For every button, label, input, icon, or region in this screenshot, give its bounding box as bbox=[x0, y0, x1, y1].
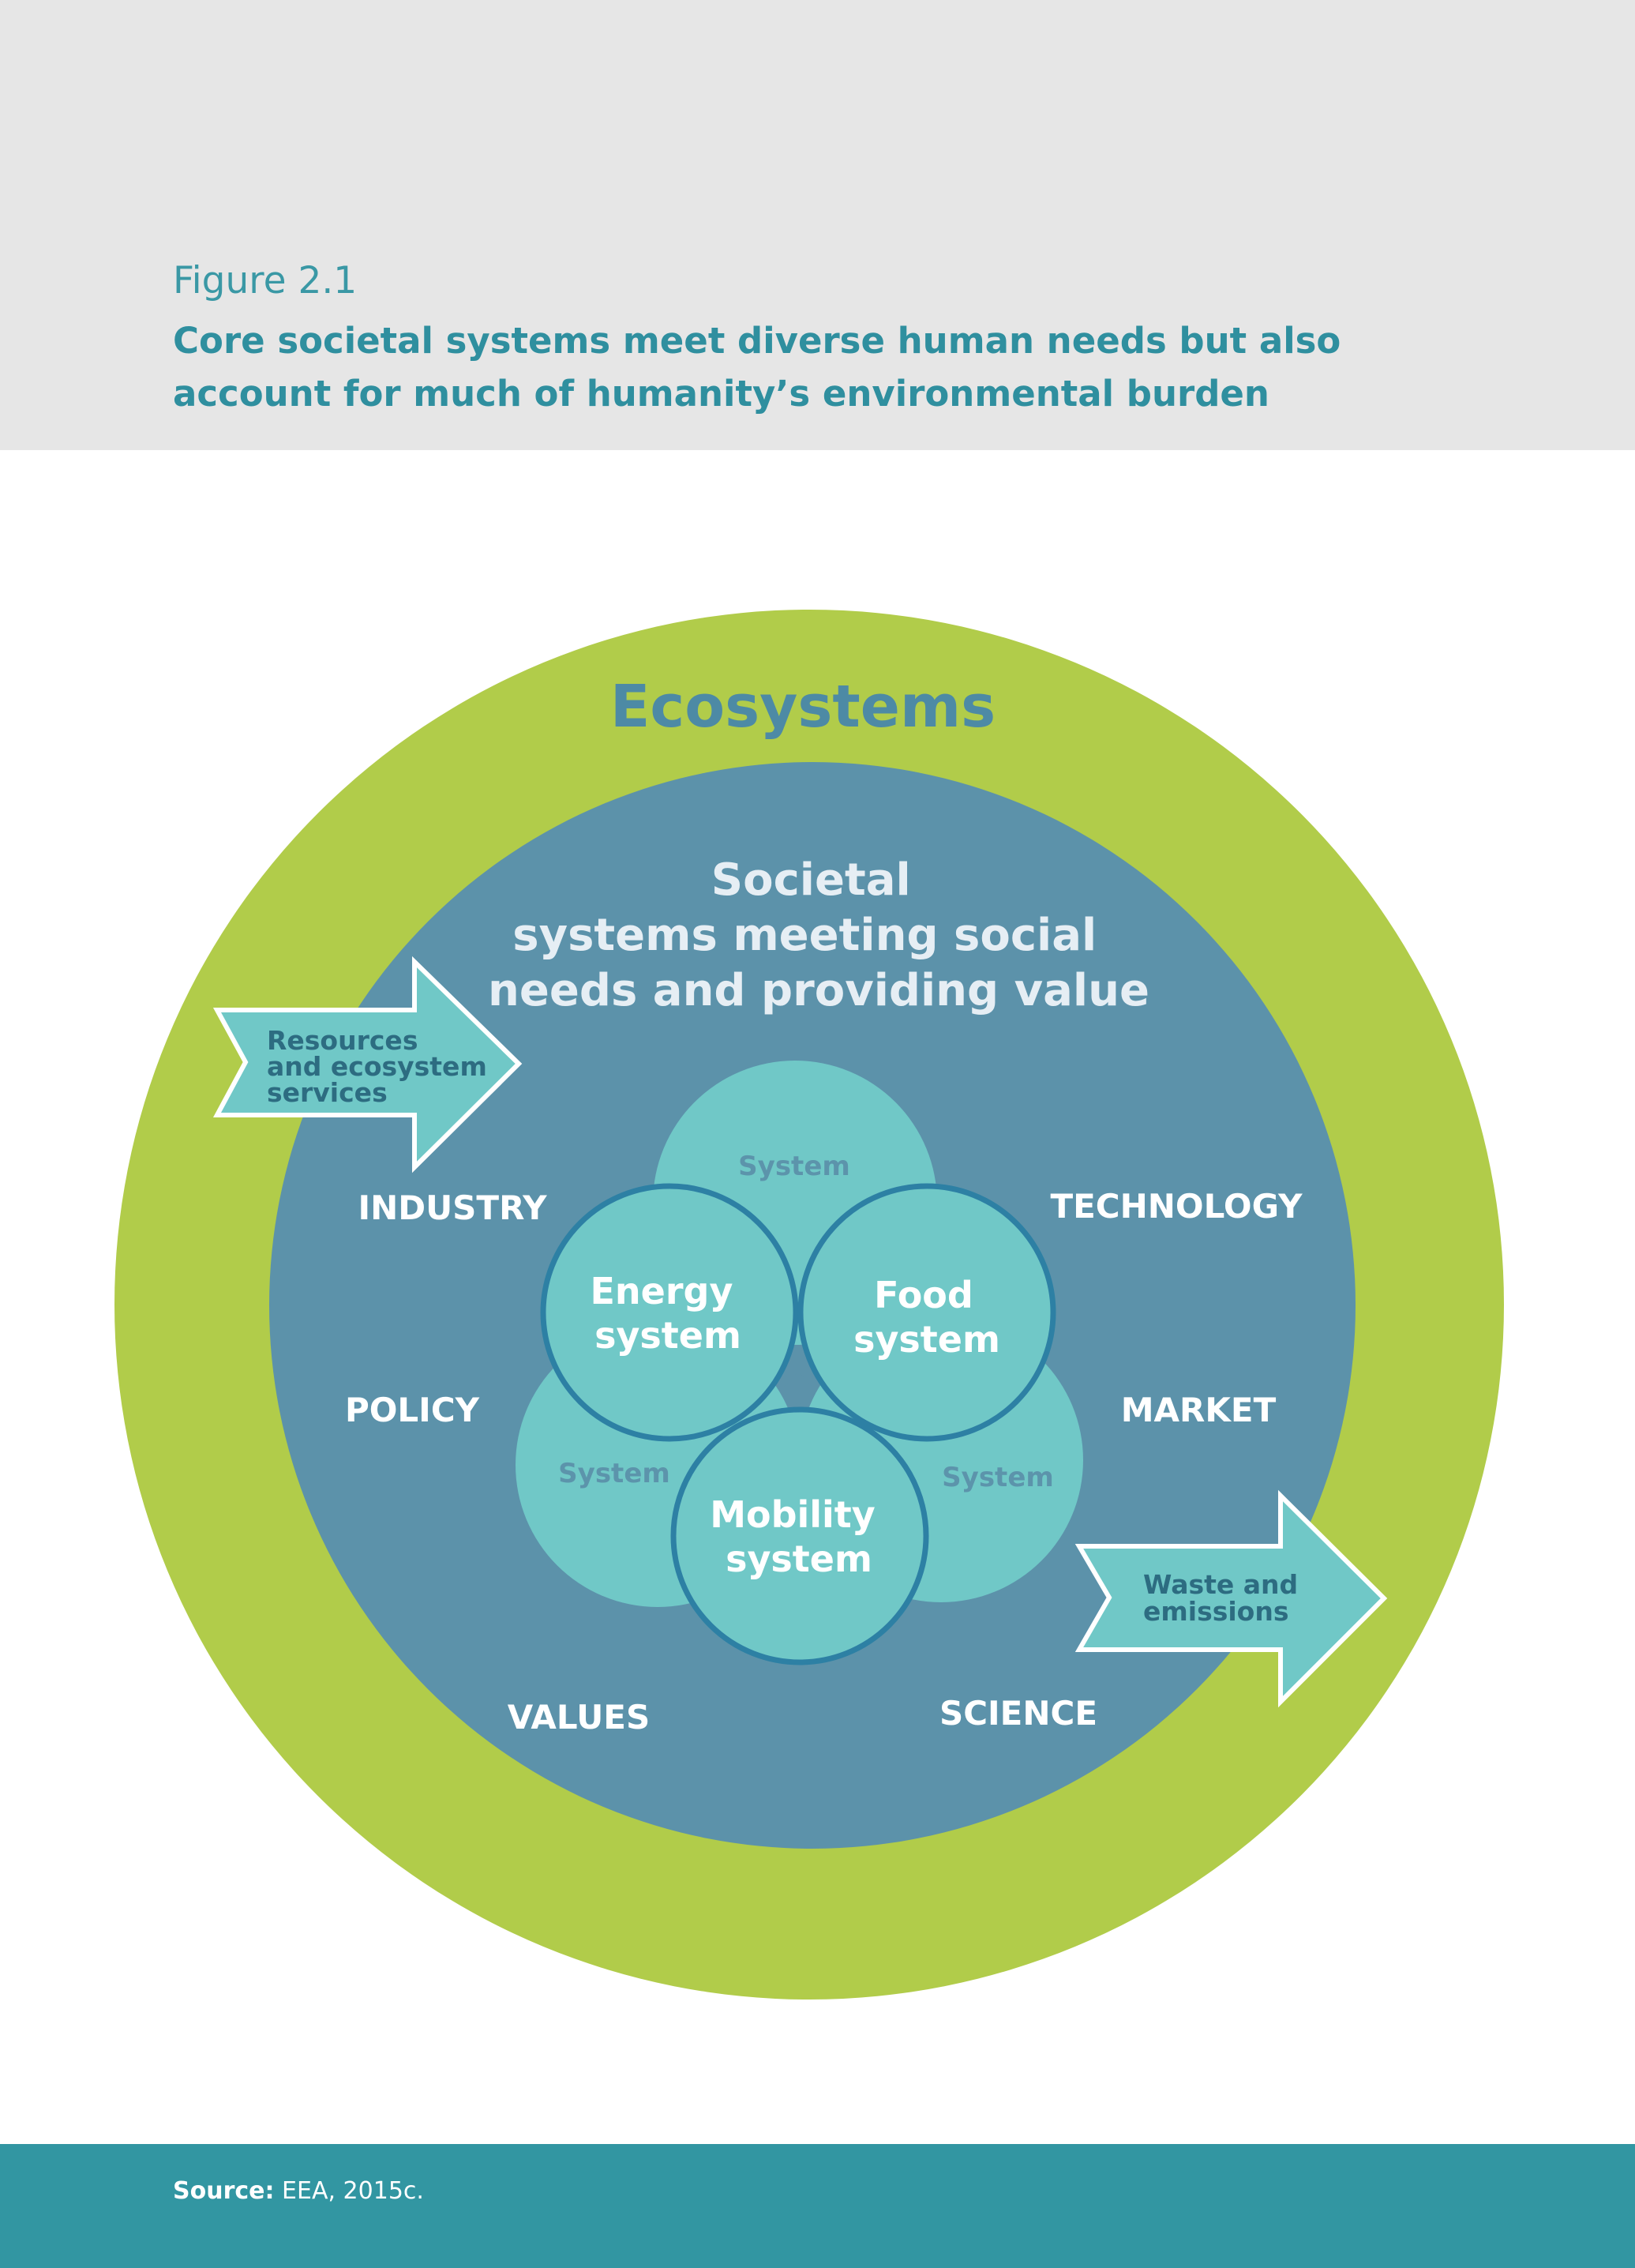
driver-market: MARKET bbox=[1121, 1391, 1277, 1429]
driver-policy: POLICY bbox=[345, 1391, 480, 1429]
societal-title-line: needs and providing value bbox=[488, 965, 1149, 1016]
driver-industry: INDUSTRY bbox=[358, 1188, 547, 1227]
system-label-left: System bbox=[558, 1458, 670, 1489]
system-label-right: System bbox=[942, 1462, 1054, 1493]
ecosystems-label: Ecosystems bbox=[610, 673, 996, 741]
driver-technology: TECHNOLOGY bbox=[1050, 1187, 1303, 1226]
societal-title-line: systems meeting social bbox=[512, 910, 1097, 961]
center-connector bbox=[782, 1372, 814, 1406]
system-label-top: System bbox=[738, 1151, 850, 1182]
energy-system-circle bbox=[540, 1183, 799, 1442]
resources-input-arrow bbox=[212, 956, 523, 1173]
societal-systems-title: Societal systems meeting social needs an… bbox=[488, 854, 1149, 1016]
resources-arrow-label: Resources and ecosystem services bbox=[267, 1025, 496, 1108]
source-label: Source: bbox=[173, 2177, 275, 2205]
figure-number: Figure 2.1 bbox=[173, 259, 358, 302]
source-note: Source: EEA, 2015c. bbox=[173, 2177, 424, 2205]
figure-header: Figure 2.1 Core societal systems meet di… bbox=[0, 0, 1635, 450]
societal-title-line: Societal bbox=[711, 854, 911, 906]
driver-values: VALUES bbox=[508, 1698, 650, 1737]
mobility-system-label: Mobility system bbox=[710, 1493, 888, 1580]
societal-systems-diagram: Ecosystems Societal systems meeting soci… bbox=[114, 610, 1504, 2000]
food-system-label: Food system bbox=[853, 1274, 1000, 1361]
figure-footer: Source: EEA, 2015c. bbox=[0, 2144, 1635, 2268]
source-text: EEA, 2015c. bbox=[282, 2177, 424, 2205]
energy-system-label: Energy system bbox=[591, 1270, 746, 1357]
mobility-system-circle bbox=[670, 1406, 929, 1665]
food-system-circle bbox=[797, 1183, 1056, 1442]
driver-science: SCIENCE bbox=[939, 1694, 1097, 1733]
waste-arrow-label: Waste and emissions bbox=[1143, 1569, 1307, 1627]
waste-output-arrow bbox=[1074, 1489, 1388, 1708]
figure-title: Core societal systems meet diverse human… bbox=[173, 320, 1341, 415]
